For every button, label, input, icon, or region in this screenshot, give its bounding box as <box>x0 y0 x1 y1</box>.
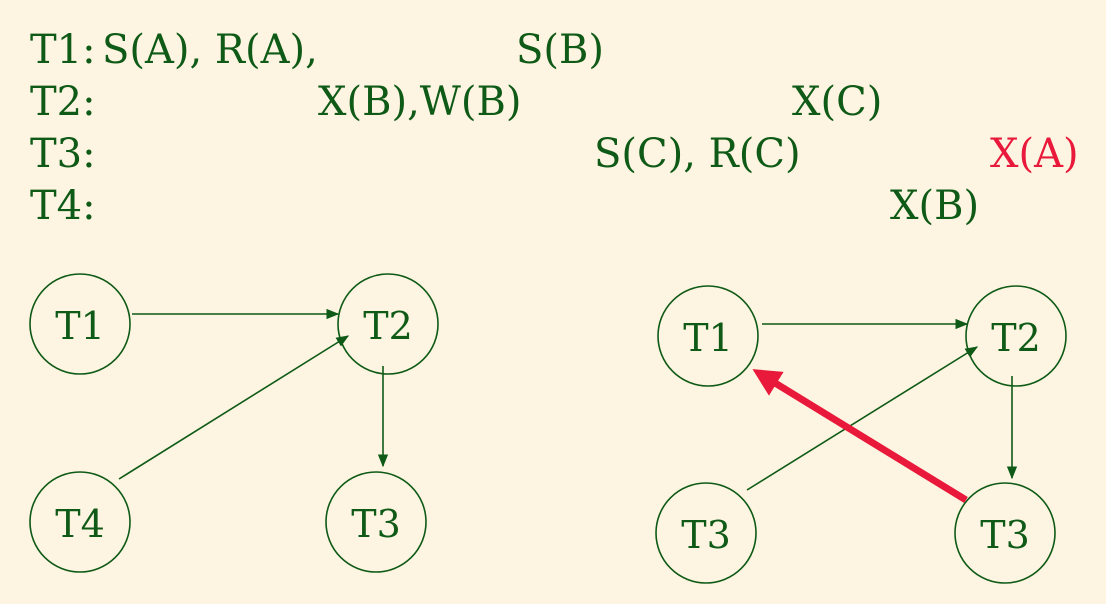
operation: X(B) <box>890 183 980 229</box>
edge-t3-t2 <box>746 346 979 491</box>
node-t3-bottom-left: T3 <box>655 482 757 584</box>
node-t1: T1 <box>657 285 759 387</box>
node-label: T3 <box>351 502 401 546</box>
graph-right: T1 T2 T3 T3 <box>655 285 1067 584</box>
edge-t4-t2 <box>118 335 350 480</box>
operation: X(C) <box>792 79 883 125</box>
node-label: T1 <box>55 304 105 348</box>
txn-label: T1: <box>30 27 96 73</box>
operation: X(B),W(B) <box>318 79 522 125</box>
graph-left: T1 T2 T4 T3 <box>29 273 439 573</box>
operation-highlight: X(A) <box>990 131 1079 177</box>
node-t3: T3 <box>325 471 427 573</box>
node-label: T2 <box>363 304 413 348</box>
node-label: T4 <box>55 502 105 546</box>
operation: S(A), R(A), <box>102 27 318 73</box>
edge-t3-t1-deadlock <box>752 369 968 503</box>
operation: S(B) <box>516 27 605 73</box>
node-t2: T2 <box>337 273 439 375</box>
node-label: T1 <box>683 316 733 360</box>
txn-label: T3: <box>30 131 96 177</box>
node-label: T2 <box>991 316 1041 360</box>
node-t3-bottom-right: T3 <box>954 482 1056 584</box>
node-t2: T2 <box>965 285 1067 387</box>
node-t4: T4 <box>29 471 131 573</box>
txn-label: T2: <box>30 79 96 125</box>
node-t1: T1 <box>29 273 131 375</box>
node-label: T3 <box>980 513 1030 557</box>
txn-label: T4: <box>30 183 96 229</box>
operation: S(C), R(C) <box>594 131 801 177</box>
node-label: T3 <box>681 513 731 557</box>
